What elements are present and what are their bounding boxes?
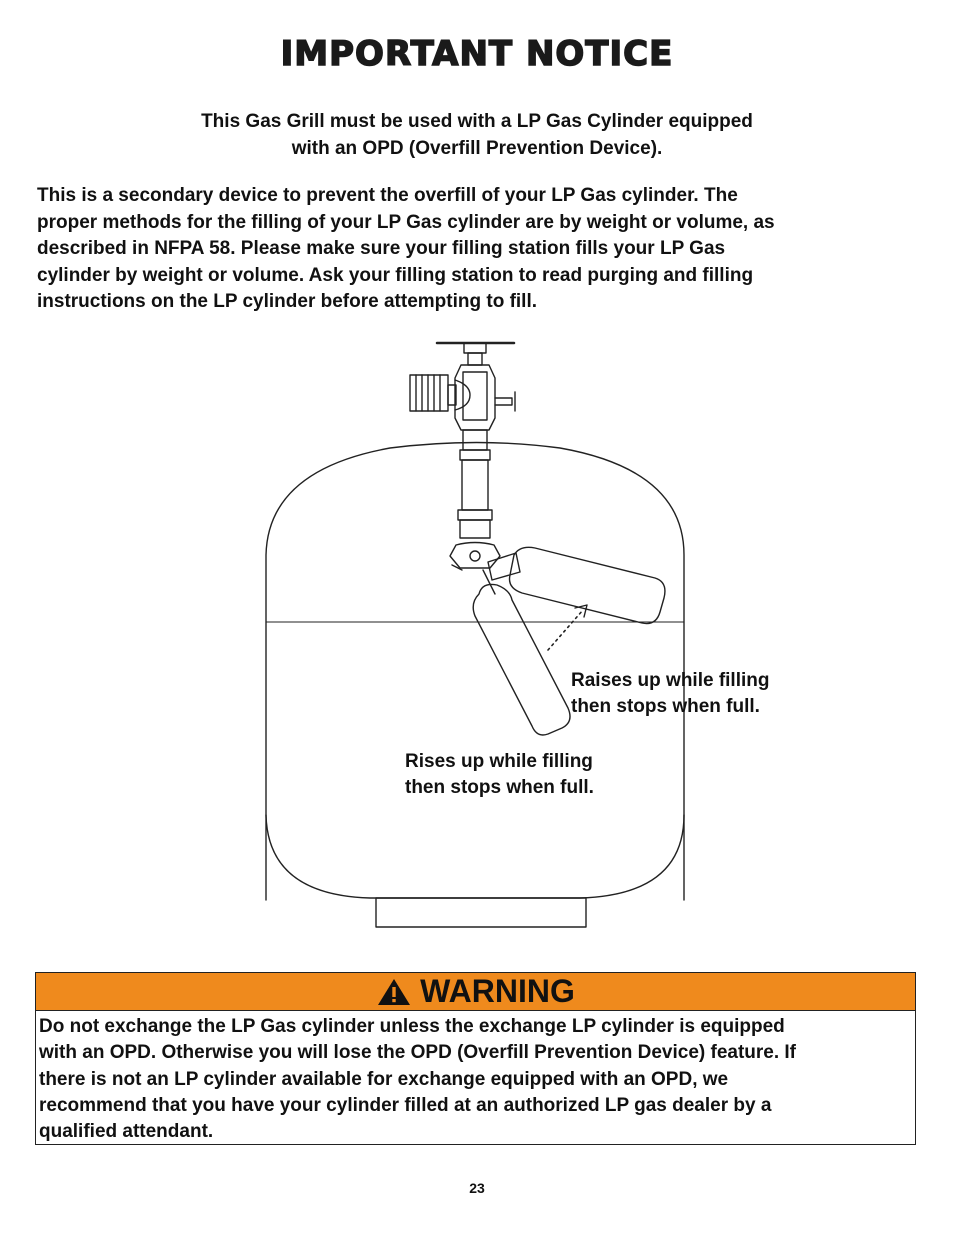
float-callout: Raises up while filling then stops when … [571,668,769,720]
warning-header: WARNING [36,973,915,1011]
float-motion-arrow [547,609,584,651]
page-number: 23 [469,1180,485,1196]
float-motion-arrowhead [574,604,588,618]
subtitle: This Gas Grill must be used with a LP Ga… [0,108,954,162]
warning-line: with an OPD. Otherwise you will lose the… [39,1042,797,1064]
arm-callout: Rises up while filling then stops when f… [405,749,594,801]
float-callout-line: Raises up while filling [571,670,770,691]
cylinder-foot-ring [375,897,587,928]
warning-box: WARNING Do not exchange the LP Gas cylin… [35,972,916,1145]
warning-triangle-icon [378,978,411,1005]
body-line: This is a secondary device to prevent th… [37,185,738,206]
opd-arm [482,552,521,595]
body-line: described in NFPA 58. Please make sure y… [37,238,726,259]
warning-line: qualified attendant. [39,1121,214,1143]
body-paragraph: This is a secondary device to prevent th… [37,183,917,316]
subtitle-line: This Gas Grill must be used with a LP Ga… [201,111,753,132]
warning-line: Do not exchange the LP Gas cylinder unle… [39,1016,785,1037]
float-callout-line: then stops when full. [571,696,760,717]
body-line: instructions on the LP cylinder before a… [37,291,538,312]
lp-cylinder-diagram [265,341,685,928]
arm-callout-line: Rises up while filling [405,751,593,772]
warning-text: Do not exchange the LP Gas cylinder unle… [36,1011,915,1145]
body-line: proper methods for the filling of your L… [37,211,775,233]
valve-body [409,364,516,431]
valve-handwheel-icon [435,341,516,366]
warning-line: there is not an LP cylinder available fo… [39,1068,729,1090]
body-line: cylinder by weight or volume. Ask your f… [37,264,754,286]
opd-float-lower [472,583,571,736]
valve-stem-tube [449,429,501,571]
opd-float-raised [508,546,666,625]
warning-line: recommend that you have your cylinder fi… [39,1094,772,1116]
page-title: IMPORTANT NOTICE [280,33,674,75]
arm-callout-line: then stops when full. [405,777,594,798]
cylinder-bottom [265,814,685,899]
subtitle-line: with an OPD (Overfill Prevention Device)… [291,138,663,159]
cylinder-body [265,441,685,901]
warning-label: WARNING [420,973,575,1009]
